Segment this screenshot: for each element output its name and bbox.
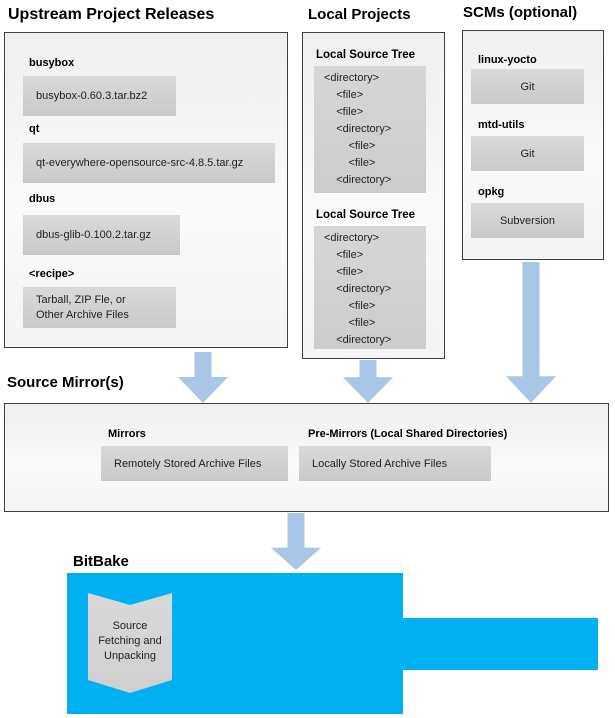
scms-panel: linux-yocto Git mtd-utils Git opkg Subve… [462, 30, 604, 260]
upstream-title: Upstream Project Releases [8, 6, 215, 23]
upstream-item-label: qt [29, 123, 40, 135]
source-mirror-title: Source Mirror(s) [7, 374, 124, 391]
mirrors-box: Remotely Stored Archive Files [101, 446, 288, 481]
scms-title: SCMs (optional) [463, 4, 578, 21]
upstream-item-label: dbus [29, 193, 56, 205]
upstream-item-box: Tarball, ZIP Fle, or Other Archive Files [23, 287, 176, 328]
source-mirror-panel: Mirrors Remotely Stored Archive Files Pr… [4, 403, 609, 512]
scm-item-label: linux-yocto [478, 54, 537, 66]
upstream-item-box: dbus-glib-0.100.2.tar.gz [23, 215, 180, 255]
scm-item-box: Subversion [471, 203, 584, 238]
mirrors-label: Mirrors [108, 428, 146, 440]
local-source-tree-label: Local Source Tree [316, 49, 416, 61]
bitbake-title: BitBake [73, 553, 129, 570]
scm-item-box: Git [471, 69, 584, 104]
down-arrow-icon [178, 352, 228, 403]
scm-item-box: Git [471, 136, 584, 171]
local-projects-panel: Local Source Tree <directory> <file> <fi… [302, 32, 445, 359]
local-source-tree-box: <directory> <file> <file> <directory> <f… [314, 66, 426, 193]
scm-item-label: mtd-utils [478, 119, 525, 131]
scm-item-label: opkg [478, 186, 505, 198]
down-arrow-icon [343, 360, 393, 403]
down-arrow-icon [271, 513, 321, 570]
premirrors-box: Locally Stored Archive Files [299, 446, 491, 481]
upstream-item-label: <recipe> [29, 268, 75, 280]
premirrors-label: Pre-Mirrors (Local Shared Directories) [308, 428, 508, 440]
upstream-item-box: busybox-0.60.3.tar.bz2 [23, 76, 176, 116]
local-source-tree-label: Local Source Tree [316, 209, 416, 221]
upstream-item-box: qt-everywhere-opensource-src-4.8.5.tar.g… [23, 143, 275, 183]
upstream-panel: busybox busybox-0.60.3.tar.bz2 qt qt-eve… [4, 32, 288, 348]
source-fetching-ribbon: Source Fetching and Unpacking [88, 593, 172, 693]
upstream-item-label: busybox [29, 57, 75, 69]
local-projects-title: Local Projects [308, 6, 411, 23]
bitbake-output-arm [403, 618, 598, 670]
down-arrow-icon [506, 262, 556, 403]
local-source-tree-box: <directory> <file> <file> <directory> <f… [314, 226, 426, 349]
